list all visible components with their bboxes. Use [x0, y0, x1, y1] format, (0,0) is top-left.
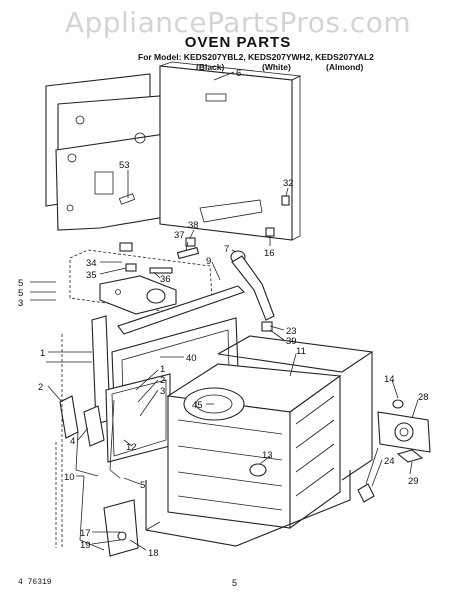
- callout-28: 28: [418, 392, 429, 403]
- document-code: 4 76319: [18, 578, 52, 587]
- callout-10: 10: [64, 472, 75, 483]
- callout-2-right: 2: [160, 375, 165, 386]
- site-watermark: AppliancePartsPros.com: [64, 6, 412, 39]
- page-number: 5: [232, 578, 238, 588]
- callout-4: 4: [70, 436, 75, 447]
- callout-34: 34: [86, 258, 97, 269]
- callout-1-left: 1: [40, 348, 45, 359]
- callout-6: 6: [236, 68, 241, 79]
- variant-almond: (Almond): [326, 62, 364, 72]
- callout-14: 14: [384, 374, 395, 385]
- leader-lines: [30, 71, 419, 551]
- model-numbers: For Model: KEDS207YBL2, KEDS207YWH2, KED…: [138, 52, 374, 62]
- callout-7: 7: [224, 244, 229, 255]
- oven-liner-cavity: [166, 363, 342, 530]
- callout-32: 32: [283, 178, 294, 189]
- part-38-bracket: [185, 237, 196, 247]
- callout-37: 37: [174, 230, 185, 241]
- control-bracket-group: [69, 242, 213, 315]
- callout-5-lower: 5: [140, 480, 145, 491]
- callout-1-right: 1: [160, 364, 165, 375]
- part-37-strap: [176, 246, 200, 260]
- callout-24: 24: [384, 456, 395, 467]
- side-panel: [159, 61, 302, 241]
- callout-39: 39: [286, 336, 297, 347]
- part-32-clip: [281, 195, 290, 206]
- callout-53: 53: [119, 160, 130, 171]
- part-16-clip: [265, 227, 275, 237]
- burner-assembly: [357, 399, 431, 503]
- callout-3-right: 3: [160, 386, 165, 397]
- part-23-vent-duct: [231, 255, 275, 321]
- callout-12: 12: [126, 442, 137, 453]
- callout-17: 17: [80, 528, 91, 539]
- callout-5-mid: 5: [18, 288, 23, 299]
- variant-white: (White): [262, 62, 291, 72]
- callout-13: 13: [262, 450, 273, 461]
- callout-38: 38: [188, 220, 199, 231]
- callout-3-upper: 3: [18, 298, 23, 309]
- part-9-rail: [117, 285, 246, 335]
- callout-5-upper: 5: [18, 278, 23, 289]
- hinge-bracket: [55, 334, 139, 557]
- callout-45: 45: [192, 400, 203, 411]
- callout-29: 29: [408, 476, 419, 487]
- variant-black: (Black): [196, 62, 225, 72]
- callout-23: 23: [286, 326, 297, 337]
- callout-2-left: 2: [38, 382, 43, 393]
- callout-19: 19: [80, 540, 91, 551]
- callout-11: 11: [296, 346, 306, 357]
- callout-18: 18: [148, 548, 159, 559]
- outer-cabinet-wrapper: [145, 335, 374, 547]
- callout-36: 36: [160, 274, 171, 285]
- diagram-title: OVEN PARTS: [184, 34, 292, 51]
- callout-40: 40: [186, 353, 197, 364]
- callout-labels: 6 53 32 38 37 7 9 16 34 35 36 5 5 3 23 3…: [18, 68, 429, 559]
- callout-9: 9: [206, 256, 211, 267]
- callout-35: 35: [86, 270, 97, 281]
- callout-16: 16: [264, 248, 275, 259]
